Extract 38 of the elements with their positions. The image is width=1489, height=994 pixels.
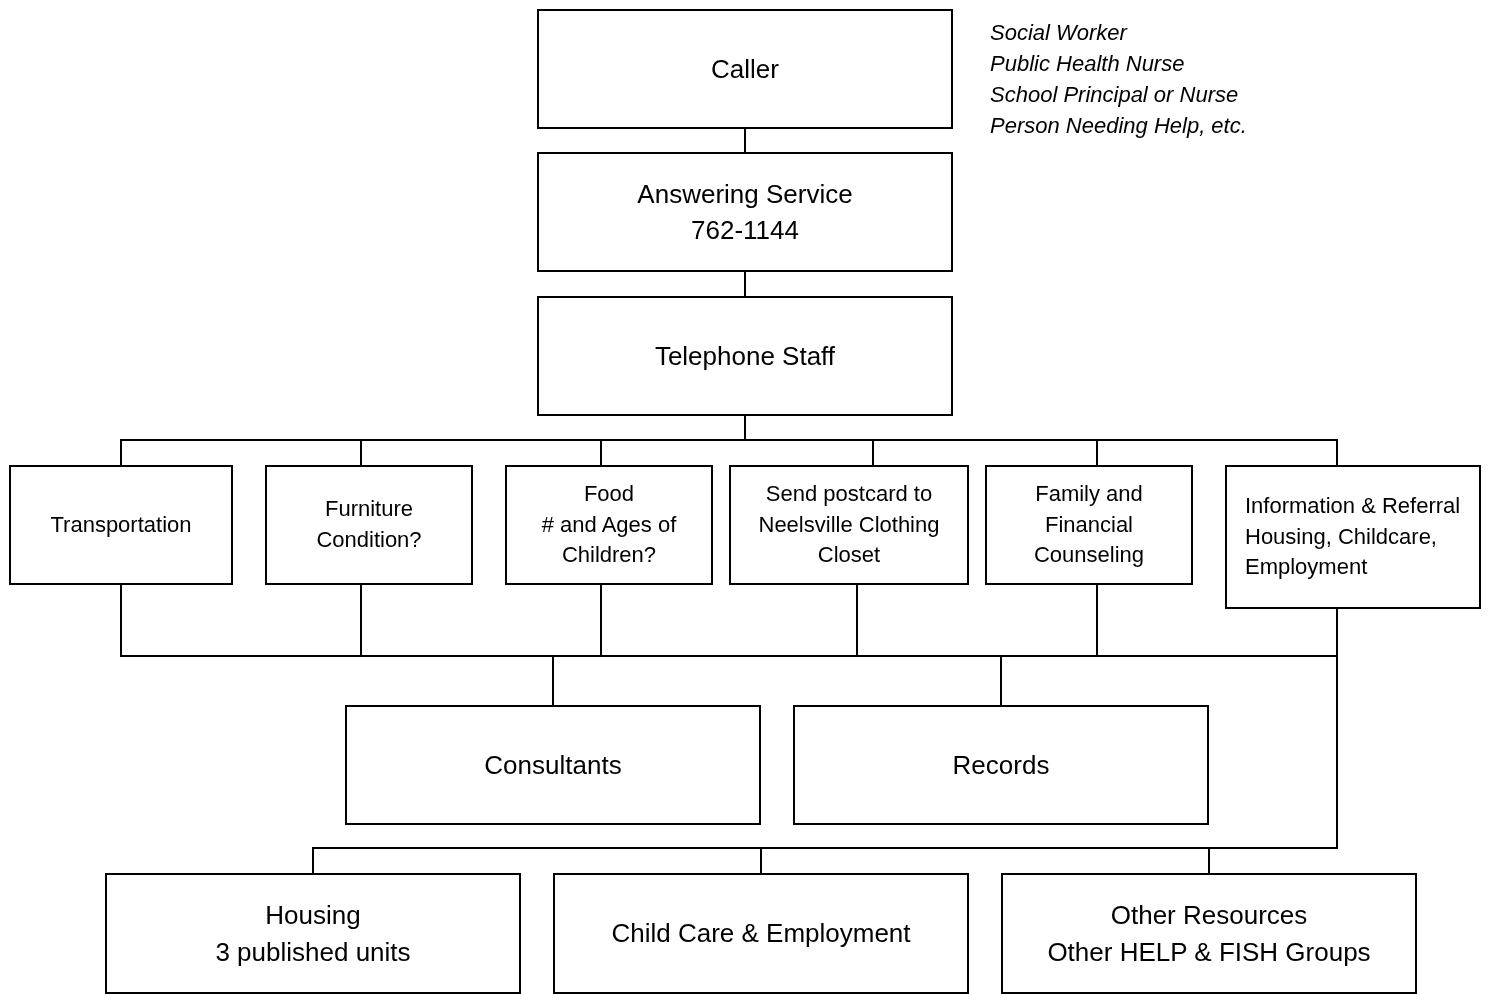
box-label: Child Care & Employment <box>611 917 911 951</box>
box-label: Information & Referral Housing, Childcare, Employment <box>1245 491 1462 582</box>
connector-line <box>744 271 746 297</box>
process-box <box>553 873 969 994</box>
box-label: 3 published units <box>215 935 411 969</box>
box-label: Housing <box>265 899 361 933</box>
box-label: Other Resources <box>1110 899 1308 933</box>
box-label: Records <box>952 748 1050 782</box>
process-box <box>985 465 1193 585</box>
process-box <box>537 296 953 416</box>
box-label: Send postcard to Neelsville Clothing Closet <box>757 479 941 570</box>
process-box <box>265 465 473 585</box>
process-box <box>505 465 713 585</box>
box-label: Answering Service <box>637 177 853 211</box>
process-box <box>729 465 969 585</box>
box-label: Family and Financial Counseling <box>1032 479 1146 570</box>
box-label: Transportation <box>50 510 192 539</box>
process-box <box>537 152 953 272</box>
note-text: School Principal or Nurse <box>990 81 1240 109</box>
box-label: Other HELP & FISH Groups <box>1047 935 1371 969</box>
box-label: Furniture Condition? <box>315 495 423 554</box>
note-text: Social Worker <box>990 19 1129 47</box>
process-box <box>105 873 521 994</box>
box-label: Caller <box>711 52 779 86</box>
box-label: Food <box>583 479 635 508</box>
process-box <box>1001 873 1417 994</box>
process-box <box>793 705 1209 825</box>
box-label: # and Ages of Children? <box>540 510 678 570</box>
process-box <box>9 465 233 585</box>
process-box <box>537 9 953 129</box>
box-label: Consultants <box>484 748 622 782</box>
process-box <box>1225 465 1481 609</box>
box-label: Telephone Staff <box>654 339 836 373</box>
box-label: 762-1144 <box>691 214 799 247</box>
note-text: Person Needing Help, etc. <box>990 112 1247 140</box>
note-text: Public Health Nurse <box>990 50 1186 78</box>
connector-line <box>744 128 746 153</box>
process-box <box>345 705 761 825</box>
